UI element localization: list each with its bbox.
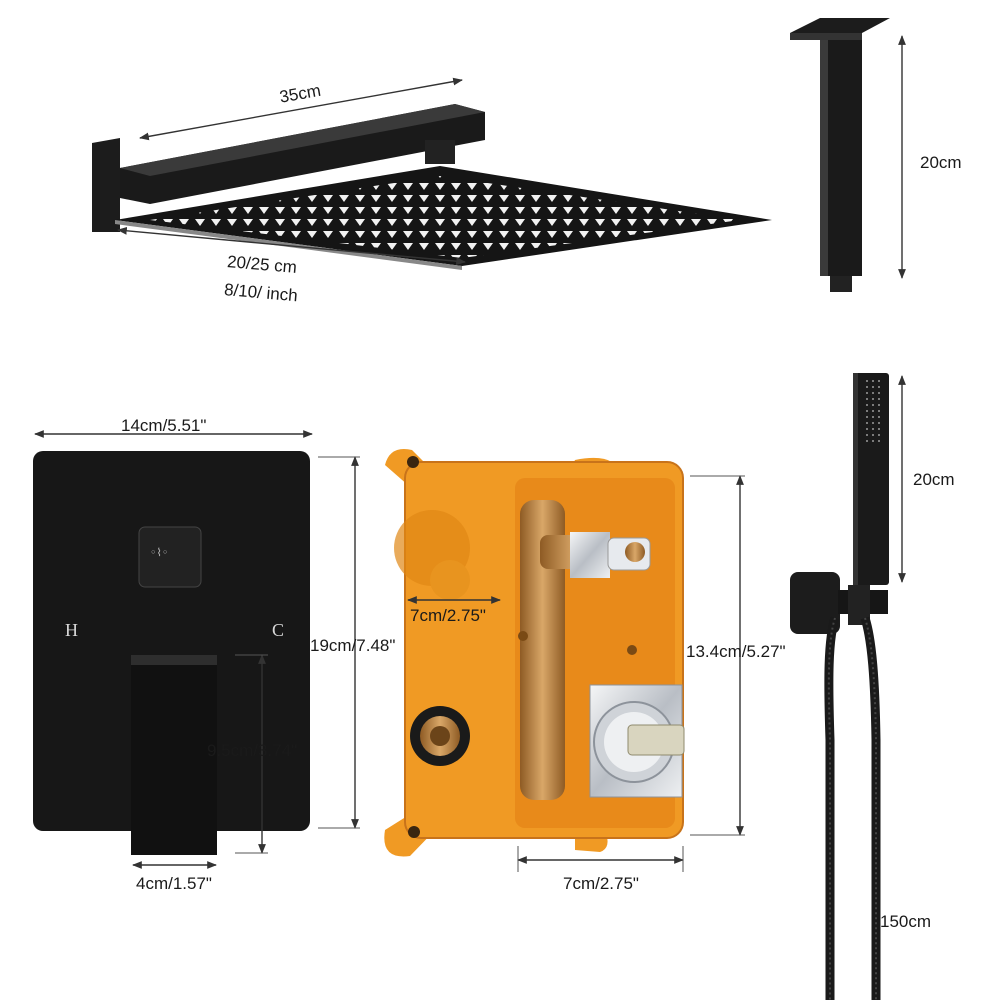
handle-height-label: 9.5cm/3.74": [207, 741, 298, 760]
hand-shower-assembly: [790, 373, 889, 1000]
plate-height-label: 19cm/7.48": [310, 636, 396, 655]
ceiling-arm-assembly: [790, 18, 890, 292]
hot-indicator-letter: H: [65, 620, 78, 640]
head-size-dimension-line: [117, 226, 466, 266]
hand-shower-length-label: 20cm: [913, 470, 955, 489]
valve-box-assembly: [384, 449, 685, 857]
arm-length-dimension-line: [139, 77, 463, 141]
hose-length-label: 150cm: [880, 912, 932, 931]
plate-width-label: 14cm/5.51": [121, 416, 207, 435]
valve-bottom-width-label: 7cm/2.75": [563, 874, 639, 893]
svg-text:◦⌇◦: ◦⌇◦: [150, 546, 168, 559]
ceiling-arm-length-label: 20cm: [920, 153, 962, 172]
wall-bracket-icon: [790, 572, 840, 634]
handle-width-label: 4cm/1.57": [136, 874, 212, 893]
cold-indicator-letter: C: [272, 620, 285, 640]
mixer-handle-icon: [131, 655, 217, 855]
trim-plate-icon: [33, 451, 310, 831]
valve-inner-width-label: 7cm/2.75": [410, 606, 486, 625]
trim-plate-assembly: ◦⌇◦: [33, 451, 310, 855]
valve-height-label: 13.4cm/5.27": [686, 642, 786, 661]
wall-flange-icon: [92, 138, 120, 232]
ceiling-flange-icon: [790, 18, 890, 33]
